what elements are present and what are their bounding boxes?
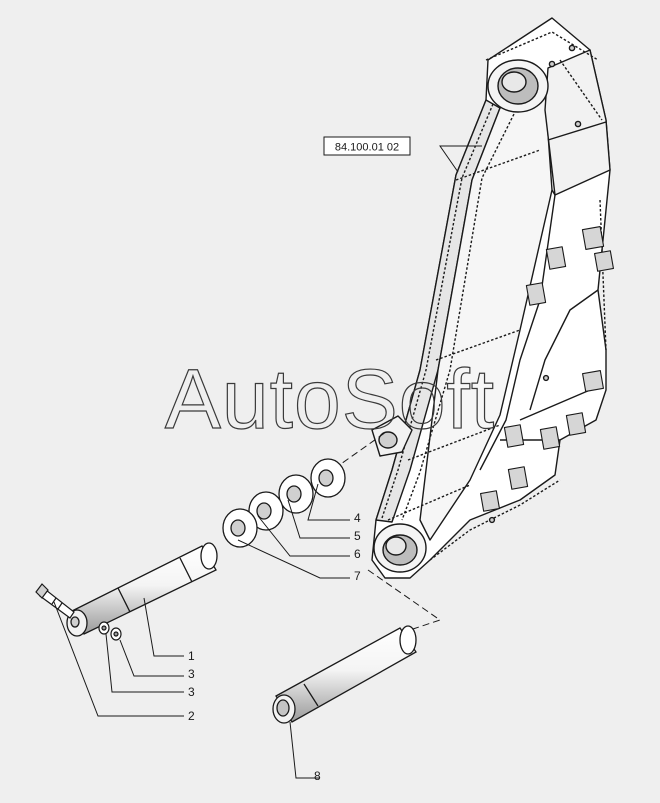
washer-5 — [278, 474, 314, 514]
callout-4[interactable]: 4 — [354, 511, 361, 525]
nuts-3 — [98, 621, 122, 641]
callout-1[interactable]: 1 — [188, 649, 195, 663]
nut-3b — [110, 627, 122, 641]
washer-6 — [248, 491, 284, 531]
callout-5[interactable]: 5 — [354, 529, 361, 543]
reference-label-text: 84.100.01 02 — [335, 142, 399, 154]
callouts: 4 5 6 7 1 3 3 2 8 — [188, 511, 361, 783]
callout-7[interactable]: 7 — [354, 569, 361, 583]
callout-8[interactable]: 8 — [314, 769, 321, 783]
callout-6[interactable]: 6 — [354, 547, 361, 561]
callout-2[interactable]: 2 — [188, 709, 195, 723]
washer-7 — [222, 508, 258, 548]
boom-arm — [371, 17, 614, 579]
nut-3a — [98, 621, 110, 635]
pin-1 — [66, 542, 218, 637]
leader-lines — [53, 145, 482, 779]
reference-label-box[interactable]: 84.100.01 02 — [323, 136, 411, 156]
pin-8 — [272, 625, 417, 724]
watermark: AutoSoft — [165, 352, 495, 446]
callout-3b[interactable]: 3 — [188, 685, 195, 699]
bolt-2 — [35, 583, 75, 619]
callout-3a[interactable]: 3 — [188, 667, 195, 681]
washer-stack — [222, 458, 346, 548]
washer-4 — [310, 458, 346, 498]
